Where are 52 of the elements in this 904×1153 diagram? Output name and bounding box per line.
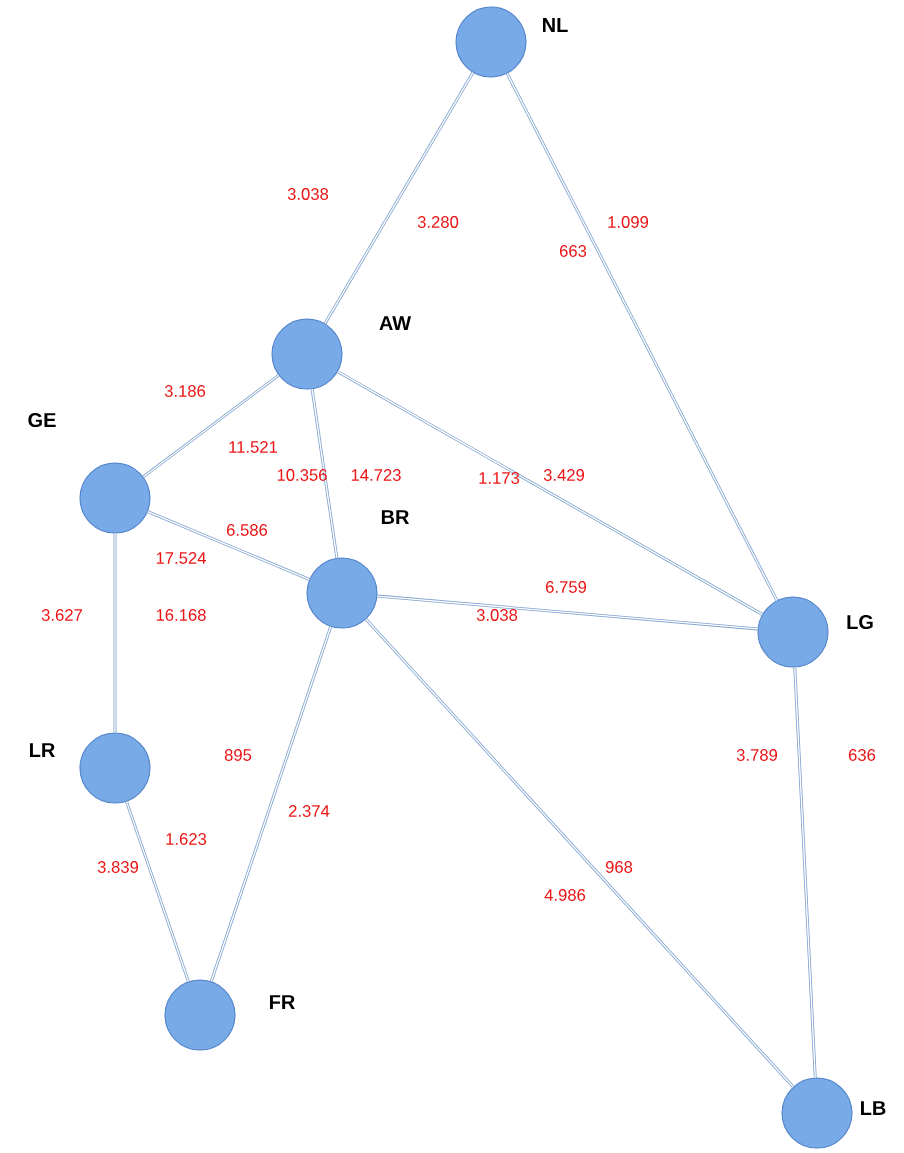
circle-node: FR — [164, 979, 295, 1051]
node-label: AW — [379, 316, 412, 330]
connector-line — [142, 374, 280, 478]
node-label: FR — [270, 995, 295, 1009]
circle-node: NL — [455, 6, 568, 78]
edge-value: 895 — [224, 749, 252, 761]
connector-line — [337, 370, 763, 616]
connector-line — [505, 72, 779, 602]
connector-line — [364, 618, 795, 1088]
connector-line — [113, 532, 117, 734]
edge-value: 11.521 — [229, 441, 278, 453]
edge-value: 3.839 — [97, 861, 139, 873]
circle-node: LG — [757, 596, 873, 668]
edge-value: 1.173 — [479, 472, 520, 484]
connector-line — [209, 626, 333, 982]
circle-node: LR — [30, 732, 151, 804]
circle-node: GE — [28, 412, 151, 534]
edge-value: 4.986 — [544, 889, 586, 901]
edge-value: 17.524 — [156, 552, 206, 564]
edge-value: 1.099 — [608, 216, 649, 228]
connector-line — [125, 800, 190, 983]
edge-value: 663 — [559, 245, 587, 257]
node-label: NL — [543, 18, 568, 32]
edge-value: 2.374 — [289, 805, 330, 817]
edge-value: 3.280 — [417, 216, 459, 228]
node-label: LB — [861, 1101, 886, 1115]
node-label: BR — [381, 510, 410, 524]
edge-value: 3.429 — [543, 469, 585, 481]
connector-line — [793, 666, 817, 1079]
edge-value: 3.186 — [164, 385, 206, 397]
connector-line — [310, 388, 339, 559]
edge-value: 3.038 — [287, 188, 329, 200]
connector-line — [323, 71, 475, 325]
edge-value: 636 — [848, 749, 876, 761]
edge-value: 3.627 — [41, 609, 82, 621]
edge-value: 3.789 — [736, 749, 778, 761]
edge-value: 6.759 — [546, 581, 587, 593]
node-label: LR — [30, 743, 55, 757]
edge-value: 10.356 — [277, 469, 327, 481]
connector-line — [376, 594, 759, 631]
circle-node: AW — [271, 316, 412, 390]
edge-value: 968 — [605, 861, 633, 873]
connector-line — [147, 510, 310, 581]
edge-value: 1.623 — [166, 833, 207, 845]
edge-value: 3.038 — [476, 609, 518, 621]
edge-value: 16.168 — [156, 609, 206, 621]
circle-node: BR — [306, 510, 410, 629]
node-label: LG — [847, 614, 873, 630]
edge-value: 14.723 — [351, 469, 401, 481]
circle-node: LB — [781, 1077, 886, 1149]
edge-value: 6.586 — [227, 524, 268, 536]
node-label: GE — [28, 412, 56, 428]
